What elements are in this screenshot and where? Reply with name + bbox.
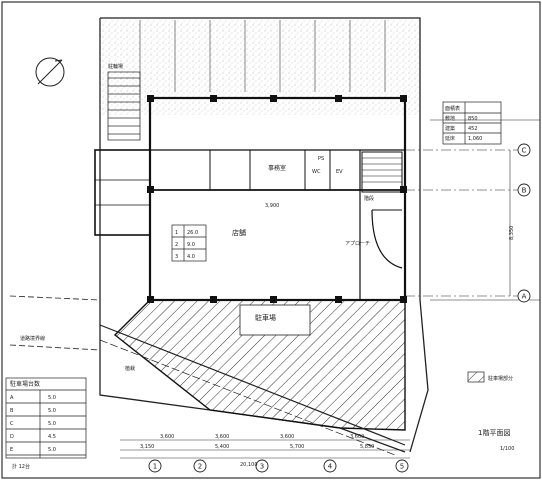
bicycle-parking-label: 駐輪場 <box>108 63 123 70</box>
table-cell: C <box>10 421 14 427</box>
dim-total: 20,100 <box>240 462 258 468</box>
hatch-legend <box>467 371 485 383</box>
dim-upper-label: 3,600 <box>350 434 364 440</box>
grid-bubble-label: 3 <box>260 463 264 471</box>
center-table-rows: 1 26.0 2 9.0 3 4.0 <box>175 230 198 260</box>
room-hatched-label: 駐車場 <box>255 313 276 322</box>
grid-right-labels: C B A <box>522 147 527 301</box>
grid-bubble-label: B <box>522 187 527 195</box>
drawing-scale: 1/100 <box>500 446 514 452</box>
road-boundary <box>99 324 406 456</box>
approach-label: アプローチ <box>345 241 370 247</box>
dims-bottom-lower: 3,150 5,400 5,700 5,850 <box>140 444 374 450</box>
grid-bubble-label: 5 <box>400 463 404 471</box>
grid-bubble-label: A <box>522 293 527 301</box>
north-arrow-icon <box>35 57 65 87</box>
top-parking-area <box>100 20 420 141</box>
dim-center: 3,900 <box>265 203 279 209</box>
grid-bubble-label: 2 <box>198 463 202 471</box>
dim-upper-label: 3,600 <box>280 434 294 440</box>
dims-bottom-upper: 3,600 3,600 3,600 3,600 <box>160 434 364 440</box>
grid-bubble-label: C <box>522 147 527 155</box>
table-cell: D <box>10 434 14 440</box>
planting-label: 植栽 <box>125 365 135 372</box>
dim-lower-label: 3,150 <box>140 444 154 450</box>
hatched-parking-zone <box>113 299 406 431</box>
room-ev-label: EV <box>336 169 343 175</box>
table-cell: 1 <box>175 230 178 236</box>
table-cell: E <box>10 447 13 453</box>
table-cell: A <box>10 395 14 401</box>
table-cell: 延床 <box>445 135 455 142</box>
room-office-label: 事務室 <box>268 164 286 172</box>
table-cell: 4.5 <box>48 434 56 440</box>
right-area-table <box>442 101 502 145</box>
road-boundary-label: 道路境界線 <box>20 335 45 342</box>
table-cell: 5.0 <box>48 447 56 453</box>
table-cell: 5.0 <box>48 395 56 401</box>
building-walls <box>94 95 407 303</box>
table-cell: 建築 <box>445 125 455 132</box>
grid-bubble-label: 1 <box>153 463 157 471</box>
right-table-rows: 敷地 850 建築 452 延床 1,060 <box>445 115 482 142</box>
room-stair-label: 階段 <box>364 195 374 202</box>
table-cell: 2 <box>175 242 178 248</box>
dim-lower-label: 5,400 <box>215 444 229 450</box>
table-cell: 26.0 <box>187 230 198 236</box>
room-wc-label: WC <box>312 169 321 175</box>
grid-bottom-labels: 1 2 3 4 5 <box>153 463 404 471</box>
right-table-title: 面積表 <box>445 105 460 112</box>
hatch-legend-label: 駐車場部分 <box>488 375 513 382</box>
drawing-title: 1階平面図 <box>478 428 510 437</box>
ps-label: PS <box>318 156 324 162</box>
table-cell: 5.0 <box>48 421 56 427</box>
dimension-lines <box>120 150 511 459</box>
center-room-table <box>171 224 207 262</box>
left-table-title: 駐車場台数 <box>10 380 40 388</box>
dim-upper-label: 3,600 <box>160 434 174 440</box>
dim-upper-label: 3,600 <box>215 434 229 440</box>
table-cell: 850 <box>468 116 478 122</box>
left-table-note: 計 12台 <box>12 463 30 470</box>
dim-lower-label: 5,700 <box>290 444 304 450</box>
table-cell: 4.0 <box>187 254 195 260</box>
grid-line-markers-bottom <box>148 459 409 473</box>
left-schedule-table <box>5 377 87 459</box>
room-main-label: 店舗 <box>232 228 246 237</box>
table-cell: 3 <box>175 254 178 260</box>
table-cell: 5.0 <box>48 408 56 414</box>
dim-right: 8,350 <box>509 226 515 240</box>
table-cell: B <box>10 408 14 414</box>
grid-line-markers-right <box>405 143 531 303</box>
grid-bubble-label: 4 <box>328 463 333 471</box>
table-cell: 452 <box>468 126 478 132</box>
table-cell: 1,060 <box>468 136 482 142</box>
table-cell: 敷地 <box>445 115 455 122</box>
table-cell: 9.0 <box>187 242 195 248</box>
dim-lower-label: 5,850 <box>360 444 374 450</box>
